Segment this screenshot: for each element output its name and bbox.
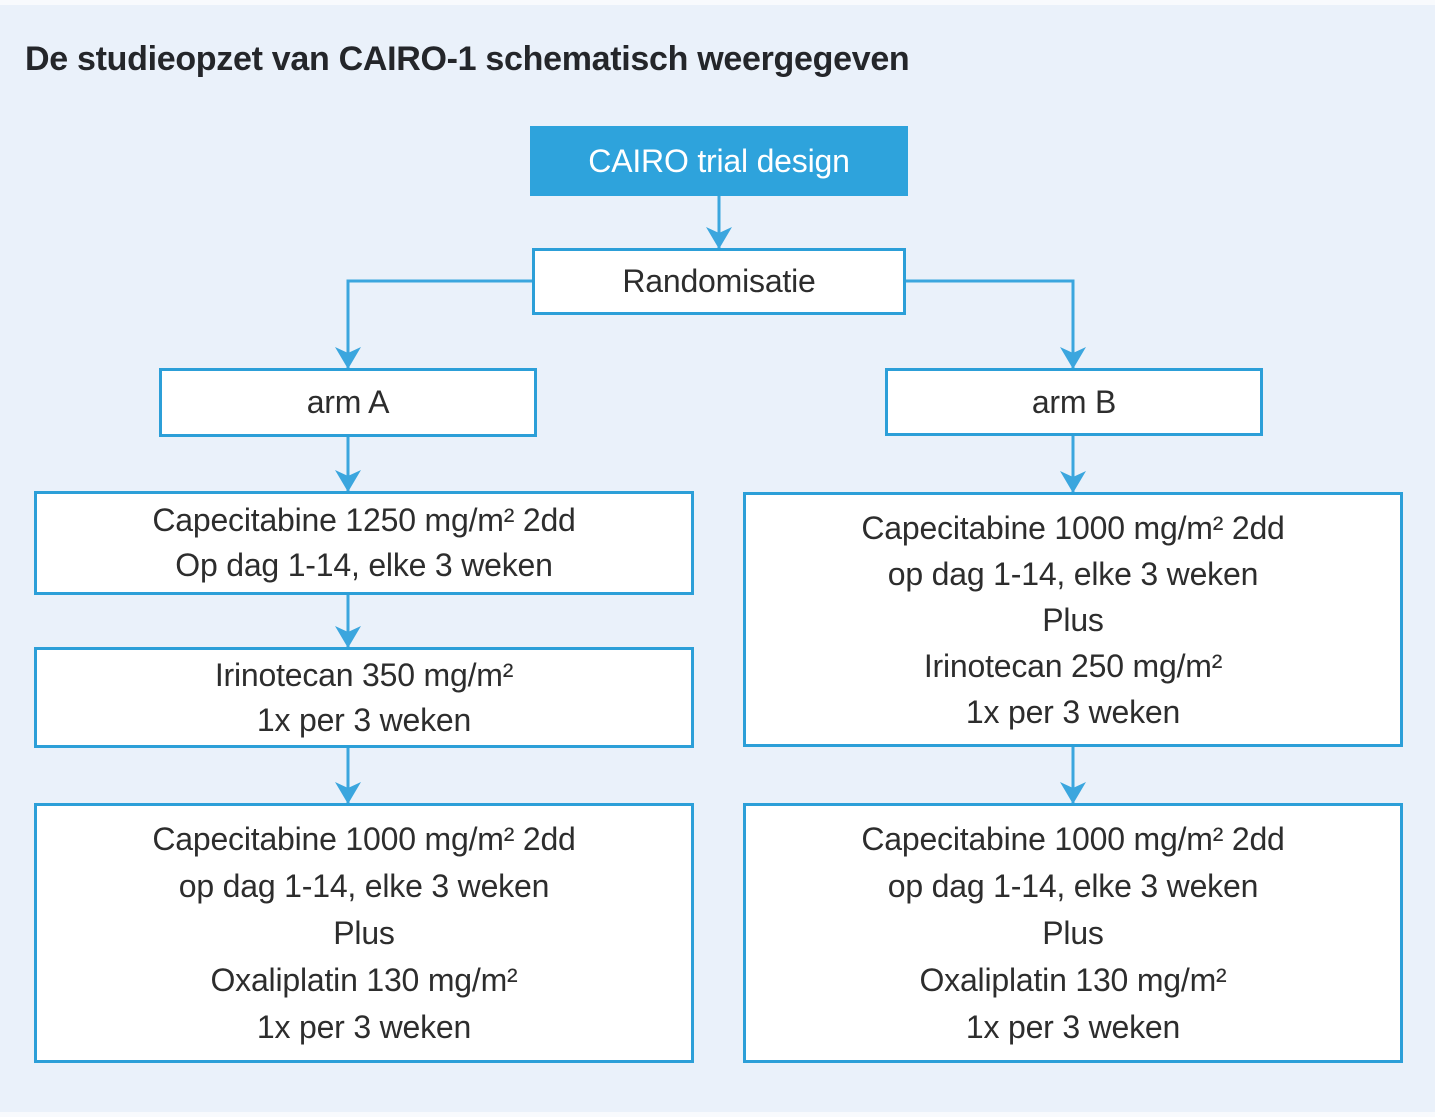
text-line: Plus — [1042, 601, 1104, 638]
node-label: Randomisatie — [622, 263, 816, 299]
text-line: Capecitabine 1000 mg/m² 2dd — [152, 820, 576, 857]
bottom-edge-strip — [0, 1112, 1435, 1117]
text-line: Irinotecan 350 mg/m² — [214, 656, 514, 693]
node-arm-a-step1: Capecitabine 1250 mg/m² 2dd Op dag 1-14,… — [34, 491, 694, 595]
node-arm-a-step2: Irinotecan 350 mg/m² 1x per 3 weken — [34, 647, 694, 748]
node-arm-a-step3: Capecitabine 1000 mg/m² 2dd op dag 1-14,… — [34, 803, 694, 1063]
text-line: Oxaliplatin 130 mg/m² — [210, 961, 518, 998]
text-line: 1x per 3 weken — [965, 1008, 1181, 1045]
text-line: Irinotecan 250 mg/m² — [923, 647, 1223, 684]
node-arm-a: arm A — [159, 368, 537, 437]
text-line: Op dag 1-14, elke 3 weken — [175, 547, 553, 583]
text-line: op dag 1-14, elke 3 weken — [887, 867, 1259, 904]
connector-randomisation-to-arm-a — [335, 279, 532, 369]
page-title: De studieopzet van CAIRO-1 schematisch w… — [25, 40, 910, 78]
text-line: op dag 1-14, elke 3 weken — [178, 867, 550, 904]
node-label: arm B — [1031, 383, 1117, 420]
text-line: 1x per 3 weken — [965, 693, 1181, 730]
node-label: arm A — [306, 384, 390, 420]
node-randomisatie: Randomisatie — [532, 248, 906, 315]
text-line: Oxaliplatin 130 mg/m² — [919, 961, 1227, 998]
text-line: 1x per 3 weken — [256, 701, 472, 738]
node-arm-b: arm B — [885, 368, 1263, 436]
text-line: op dag 1-14, elke 3 weken — [887, 555, 1259, 592]
top-edge-strip — [0, 0, 1435, 5]
text-line: Plus — [333, 914, 395, 951]
connector-randomisation-to-arm-b — [906, 279, 1086, 369]
text-line: Capecitabine 1250 mg/m² 2dd — [152, 502, 576, 538]
node-arm-b-step2: Capecitabine 1000 mg/m² 2dd op dag 1-14,… — [743, 803, 1403, 1063]
text-line: Capecitabine 1000 mg/m² 2dd — [861, 509, 1285, 546]
text-line: Capecitabine 1000 mg/m² 2dd — [861, 820, 1285, 857]
node-label: CAIRO trial design — [588, 142, 850, 179]
node-cairo-trial-design: CAIRO trial design — [530, 126, 908, 196]
node-arm-b-step1: Capecitabine 1000 mg/m² 2dd op dag 1-14,… — [743, 492, 1403, 747]
text-line: Plus — [1042, 914, 1104, 951]
text-line: 1x per 3 weken — [256, 1008, 472, 1045]
